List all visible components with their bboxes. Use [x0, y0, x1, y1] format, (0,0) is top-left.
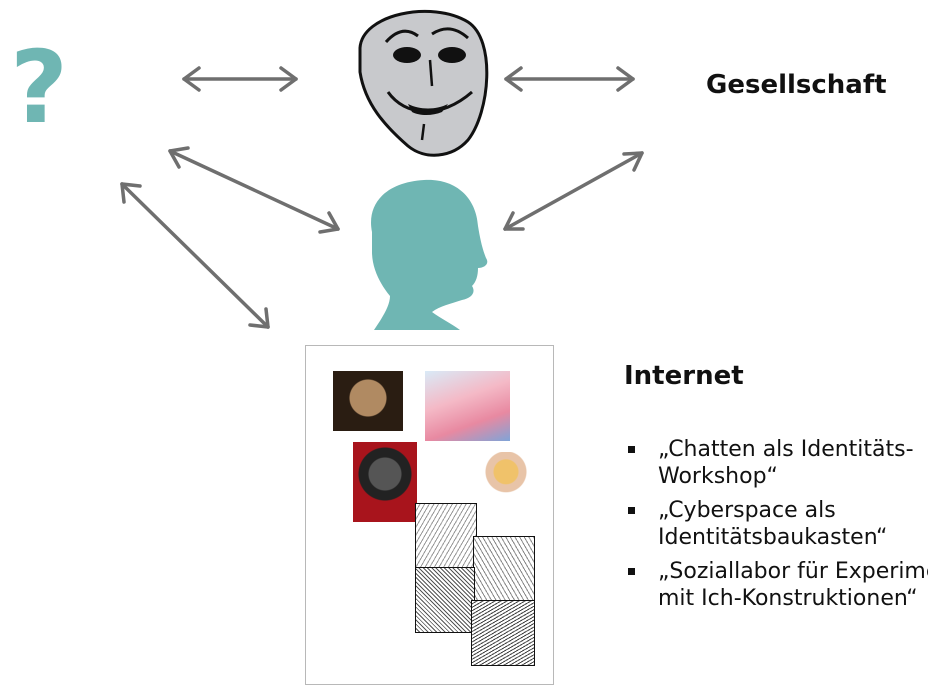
- arrow-mask-society: [504, 66, 635, 92]
- avatar-sketch-3: [415, 567, 475, 633]
- avatar-anime-girl: [425, 371, 510, 441]
- bullet-1-line-2: Workshop“: [658, 464, 778, 489]
- bullet-2-line-2: Identitätsbaukasten“: [658, 525, 888, 550]
- bullet-item-3: „Soziallabor für Experimente mit Ich-Kon…: [628, 558, 928, 612]
- internet-bullet-list: „Chatten als Identitäts- Workshop“ „Cybe…: [628, 436, 928, 619]
- avatar-sketch-1: [415, 503, 477, 571]
- mask-icon: [358, 9, 489, 157]
- bullet-item-2: „Cyberspace als Identitätsbaukasten“: [628, 497, 928, 551]
- internet-heading: Internet: [624, 361, 744, 391]
- bullet-1-line-1: „Chatten als Identitäts-: [658, 437, 914, 462]
- avatar-blonde-woman: [477, 452, 535, 518]
- avatar-sketch-4: [471, 600, 535, 666]
- bullet-3-line-2: mit Ich-Konstruktionen“: [658, 586, 918, 611]
- bullet-item-1: „Chatten als Identitäts- Workshop“: [628, 436, 928, 490]
- question-mark: ?: [10, 29, 69, 146]
- head-silhouette-icon: [371, 179, 488, 330]
- avatar-blond-man: [333, 371, 403, 431]
- avatar-sketch-2: [473, 536, 535, 602]
- avatar-collage: [305, 345, 554, 685]
- bullet-2-line-1: „Cyberspace als: [658, 498, 836, 523]
- arrow-question-head: [168, 146, 340, 234]
- society-label: Gesellschaft: [706, 70, 887, 100]
- avatar-bird: [353, 442, 417, 522]
- arrow-question-mask: [182, 66, 298, 92]
- arrow-society-head: [503, 151, 644, 231]
- bullet-3-line-1: „Soziallabor für Experimente: [658, 559, 928, 584]
- arrow-question-internet: [120, 182, 270, 329]
